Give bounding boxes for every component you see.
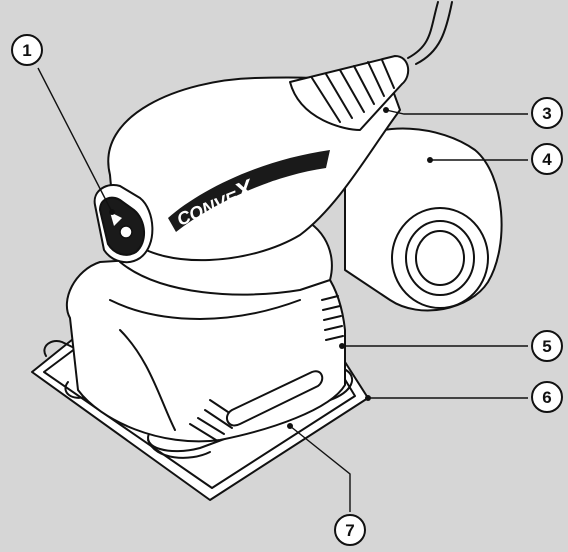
callout-label-7: 7 xyxy=(345,521,354,540)
callout-circle-5 xyxy=(531,330,563,362)
callout-label-1: 1 xyxy=(22,41,31,60)
leader-dot-4 xyxy=(427,157,433,163)
callout-circle-6 xyxy=(531,381,563,413)
callout-circle-1 xyxy=(11,34,43,66)
callout-circle-4 xyxy=(531,143,563,175)
callout-label-4: 4 xyxy=(542,150,552,169)
leader-dot-6 xyxy=(365,395,371,401)
leader-dot-5 xyxy=(339,343,345,349)
leader-dot-3 xyxy=(383,107,389,113)
logo-band xyxy=(168,150,330,232)
strain-relief-ribs xyxy=(311,59,395,123)
leader-line-1 xyxy=(37,67,113,213)
cord-strain-relief xyxy=(289,55,410,131)
side-grip-slot xyxy=(225,370,324,427)
power-cord xyxy=(407,1,439,59)
callout-label-5: 5 xyxy=(542,337,551,356)
paper-clamp-front xyxy=(147,439,211,459)
leader-line-7 xyxy=(289,425,351,512)
switch-knob xyxy=(119,225,133,239)
callout-label-6: 6 xyxy=(542,388,551,407)
switch-arrow-icon xyxy=(110,212,122,226)
leader-line-3 xyxy=(385,109,528,115)
vent-slot xyxy=(189,295,344,441)
callout-circle-7 xyxy=(334,514,366,546)
callout-label-3: 3 xyxy=(542,104,551,123)
callout-circle-3 xyxy=(531,97,563,129)
leader-dot-7 xyxy=(287,423,293,429)
power-cord-outline xyxy=(415,1,453,65)
dust-port-inner xyxy=(415,230,465,286)
leader-dot-1 xyxy=(109,209,115,215)
lower-body-front xyxy=(109,299,301,431)
